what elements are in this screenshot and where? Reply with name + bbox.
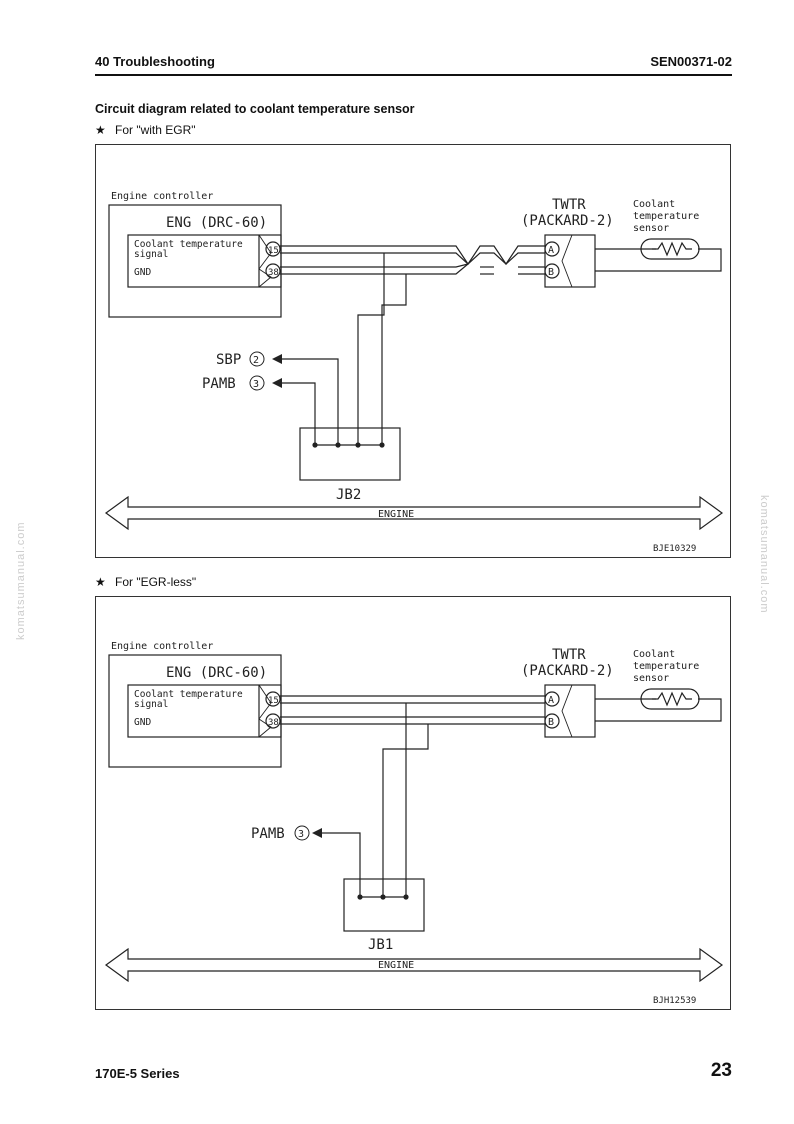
pamb-arrowhead: [272, 378, 282, 388]
pamb-label: PAMB: [251, 826, 285, 842]
junction-block-label: JB1: [368, 937, 393, 953]
sbp-wire: [312, 358, 339, 445]
junction-block-label: JB2: [336, 487, 361, 503]
sensor-label-line2: temperature: [633, 661, 699, 672]
variant-label-egr-less: ★For "EGR-less": [95, 575, 197, 589]
pin-38-label: 38: [268, 718, 279, 728]
pin-15-circle: [265, 691, 281, 707]
signal-label-line2: signal: [134, 699, 168, 710]
signal-label-line2: signal: [134, 249, 168, 260]
gnd-wire: [280, 263, 469, 268]
watermark-left: komatsumanual.com: [15, 521, 27, 641]
engine-double-arrow: [104, 947, 724, 983]
sensor-label-line1: Coolant: [633, 199, 675, 210]
pin-b-circle: [544, 263, 560, 279]
pamb-label: PAMB: [202, 376, 236, 392]
header-section: 40 Troubleshooting: [95, 54, 215, 69]
wire-to-jb2-a: [357, 253, 385, 445]
sbp-label: SBP: [216, 352, 241, 368]
signal-wire: [280, 245, 545, 266]
pamb-wire: [312, 382, 316, 445]
controller-connector-label: ENG (DRC-60): [166, 665, 267, 681]
sensor-label-line3: sensor: [633, 223, 669, 234]
sbp-pin-label: 2: [253, 355, 259, 366]
pin-38-label: 38: [268, 268, 279, 278]
diagram-svg-egr-less: Engine controller ENG (DRC-60) Coolant t…: [104, 641, 724, 1006]
engine-label: ENGINE: [378, 960, 414, 971]
pin-a-circle: [544, 241, 560, 257]
diagram-svg-with-egr: Engine controller ENG (DRC-60) Coolant t…: [104, 191, 724, 554]
pin-15-circle: [265, 241, 281, 257]
pin-b-label: B: [548, 717, 554, 728]
gnd-label: GND: [134, 717, 151, 728]
twtr-label: TWTR: [552, 197, 586, 213]
pamb-arrowhead: [312, 828, 322, 838]
pamb-wire: [330, 832, 361, 897]
pin-38-circle: [265, 713, 281, 729]
resistor-symbol: [652, 691, 692, 707]
controller-caption: Engine controller: [111, 191, 213, 202]
twtr-type-label: (PACKARD-2): [521, 213, 614, 229]
coolant-sensor-body: [640, 688, 700, 710]
section-title: Circuit diagram related to coolant tempe…: [95, 102, 415, 116]
pin-a-label: A: [548, 695, 554, 706]
figure-id: BJH12539: [653, 996, 696, 1006]
pin-b-circle: [544, 713, 560, 729]
sbp-arrowhead: [272, 354, 282, 364]
jb2-box: [299, 427, 401, 481]
jb1-box: [343, 878, 425, 932]
star-icon: ★: [95, 575, 106, 589]
pin-15-label: 15: [268, 246, 279, 256]
sensor-label-line1: Coolant: [633, 649, 675, 660]
engine-label: ENGINE: [378, 509, 414, 520]
twtr-type-label: (PACKARD-2): [521, 663, 614, 679]
variant-label-with-egr: ★For "with EGR": [95, 123, 196, 137]
footer-series: 170E-5 Series: [95, 1066, 180, 1081]
eng-connector-box: [127, 684, 282, 738]
pin-a-circle: [544, 691, 560, 707]
twtr-label: TWTR: [552, 647, 586, 663]
pin-38-circle: [265, 263, 281, 279]
pin-b-label: B: [548, 267, 554, 278]
pin-15-label: 15: [268, 696, 279, 706]
gnd-label: GND: [134, 267, 151, 278]
pamb-pin-label: 3: [298, 829, 304, 840]
coolant-sensor-body: [640, 238, 700, 260]
controller-caption: Engine controller: [111, 641, 213, 652]
sensor-label-line2: temperature: [633, 211, 699, 222]
circuit-diagram-with-egr: Engine controller ENG (DRC-60) Coolant t…: [95, 144, 731, 558]
resistor-symbol: [652, 241, 692, 257]
controller-connector-label: ENG (DRC-60): [166, 215, 267, 231]
sensor-label-line3: sensor: [633, 673, 669, 684]
engine-double-arrow: [104, 495, 724, 531]
star-icon: ★: [95, 123, 106, 137]
signal-label-line1: Coolant temperature: [134, 239, 243, 250]
pin-a-label: A: [548, 245, 554, 256]
header-doc-code: SEN00371-02: [650, 54, 732, 69]
pamb-pin-label: 3: [253, 379, 259, 390]
watermark-right: komatsumanual.com: [758, 495, 770, 614]
page-number: 23: [710, 1060, 732, 1081]
eng-connector-box: [127, 234, 282, 288]
twtr-connector-box: [544, 684, 596, 738]
header-rule: [95, 74, 732, 76]
twtr-connector-box: [544, 234, 596, 288]
signal-label-line1: Coolant temperature: [134, 689, 243, 700]
circuit-diagram-egr-less: Engine controller ENG (DRC-60) Coolant t…: [95, 596, 731, 1010]
figure-id: BJE10329: [653, 544, 696, 554]
